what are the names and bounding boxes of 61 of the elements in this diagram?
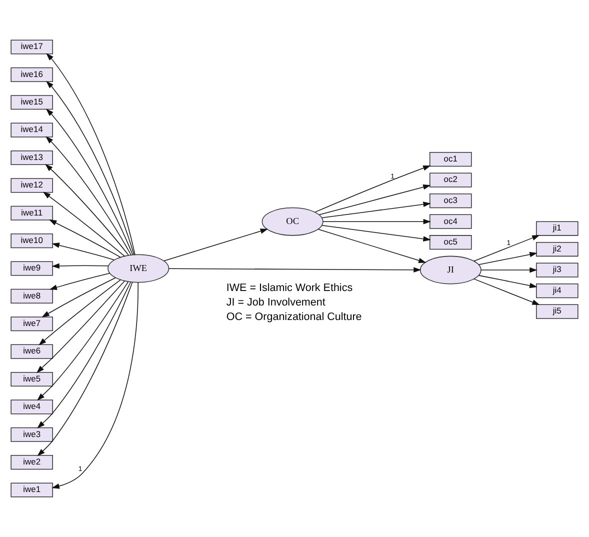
arrow: [45, 164, 129, 256]
node-box: ji3: [536, 262, 578, 278]
arrow: [480, 267, 538, 273]
node-box: iwe15: [10, 95, 53, 110]
arrow: [474, 278, 540, 306]
arrow: [42, 192, 125, 257]
arrow: [478, 275, 538, 288]
arrow: [46, 108, 134, 256]
node-box: iwe2: [10, 455, 53, 470]
node-box: iwe16: [10, 67, 53, 82]
arrow: [52, 242, 114, 260]
arrow: [49, 272, 110, 290]
arrow: [322, 225, 431, 242]
arrow: [37, 282, 133, 456]
node-box: iwe5: [10, 372, 53, 387]
node-box: oc2: [429, 172, 472, 188]
arrow: [48, 220, 121, 258]
arrow: [36, 280, 125, 374]
node-box: ji2: [536, 242, 578, 257]
arrow: [474, 235, 540, 262]
node-ellipse: IWE: [108, 254, 170, 283]
label: IWE = Islamic Work Ethics: [226, 282, 353, 294]
label: JI = Job Involvement: [226, 296, 326, 309]
arrow: [322, 218, 431, 224]
arrow: [164, 228, 268, 262]
arrow: [318, 228, 426, 264]
node-box: ji4: [536, 284, 578, 298]
arrow: [322, 202, 431, 218]
node-box: oc5: [429, 235, 472, 250]
arrow: [318, 184, 431, 216]
arrow: [42, 277, 116, 318]
label: OC = Organizational Culture: [226, 311, 362, 324]
node-box: oc1: [429, 152, 472, 167]
node-box: iwe9: [10, 261, 53, 276]
node-box: iwe7: [10, 316, 53, 332]
arrow: [478, 252, 538, 266]
node-box: iwe4: [10, 400, 53, 414]
node-box: iwe11: [10, 206, 53, 220]
arrow: [314, 166, 431, 213]
node-box: ji1: [536, 221, 578, 236]
arrow: [37, 282, 132, 428]
node-box: oc3: [429, 194, 472, 208]
node-box: iwe3: [10, 427, 53, 442]
node-box: iwe12: [10, 178, 53, 193]
node-box: iwe17: [10, 40, 53, 54]
node-box: iwe6: [10, 344, 53, 359]
arrow: [37, 281, 129, 401]
node-box: iwe13: [10, 150, 53, 166]
node-box: iwe10: [10, 234, 53, 248]
arrow: [52, 263, 109, 269]
arrow: [168, 267, 422, 273]
node-ellipse: JI: [420, 256, 482, 284]
node-box: oc4: [429, 214, 472, 229]
node-box: iwe8: [10, 288, 53, 304]
arrow: [46, 136, 132, 256]
node-box: ji5: [536, 304, 578, 319]
node-box: iwe14: [10, 122, 53, 138]
arrow: [52, 282, 138, 489]
node-box: iwe1: [10, 482, 53, 498]
arrow: [38, 279, 121, 346]
node-ellipse: OC: [262, 207, 324, 236]
